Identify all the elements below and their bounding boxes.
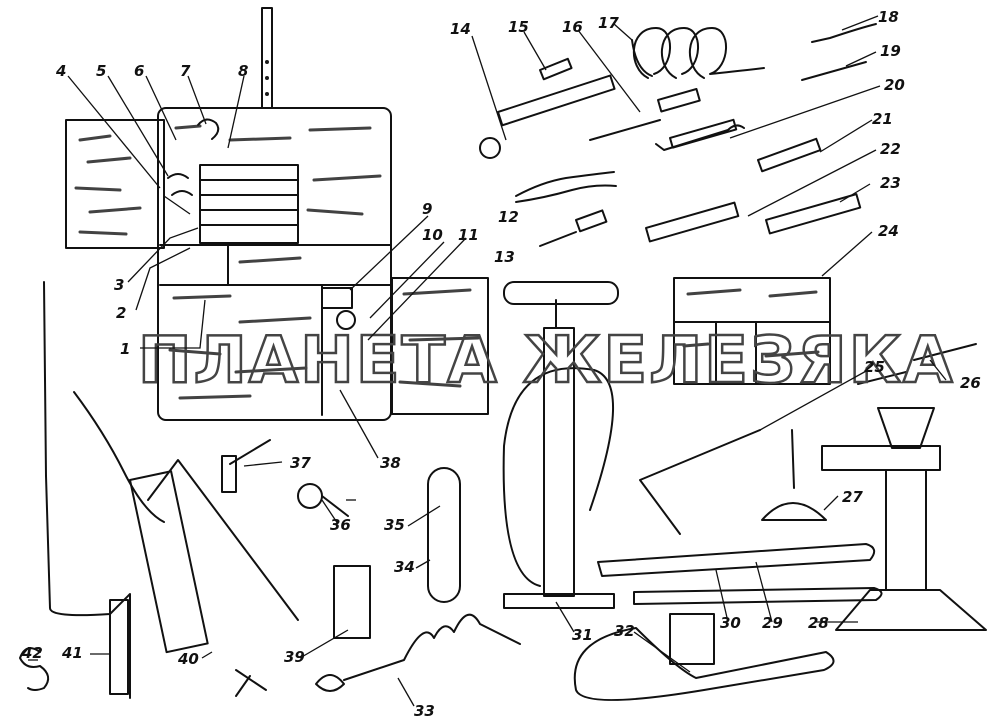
callout-41: 41 <box>61 644 83 662</box>
callout-16: 16 <box>562 18 583 36</box>
callout-7: 7 <box>180 62 191 80</box>
small-tool-18 <box>811 23 877 43</box>
callout-40: 40 <box>177 650 199 668</box>
inspection-lamp-32 <box>573 613 835 701</box>
canvas-bag-24 <box>673 277 831 385</box>
open-end-wrench-21 <box>757 137 822 173</box>
callout-34: 34 <box>394 558 415 576</box>
cartridge-34 <box>427 467 461 603</box>
callout-31: 31 <box>572 626 593 644</box>
callout-18: 18 <box>878 8 899 26</box>
callout-labels: 1 2 3 4 5 6 7 8 9 10 11 12 13 14 15 16 1… <box>21 8 981 720</box>
trouble-lamp-33 <box>315 613 521 692</box>
callout-14: 14 <box>450 20 471 38</box>
open-end-wrench-22 <box>645 201 740 243</box>
valve-tool-13 <box>539 209 608 247</box>
ratchet-wrench-14 <box>479 74 616 159</box>
callout-13: 13 <box>494 248 515 266</box>
callout-25: 25 <box>864 358 885 376</box>
callout-38: 38 <box>380 454 401 472</box>
callout-3: 3 <box>114 276 124 294</box>
callout-15: 15 <box>508 18 529 36</box>
callout-37: 37 <box>290 454 311 472</box>
open-end-wrench-20 <box>655 118 745 151</box>
callout-30: 30 <box>720 614 741 632</box>
extension-tubes <box>857 343 977 385</box>
key-37 <box>221 439 271 493</box>
hook-42 <box>19 647 50 691</box>
small-fitting-36 <box>297 483 349 517</box>
callout-20: 20 <box>884 76 905 94</box>
feeler-gauge-19 <box>801 61 867 81</box>
callout-36: 36 <box>330 516 351 534</box>
callout-21: 21 <box>872 110 893 128</box>
callout-27: 27 <box>842 488 863 506</box>
grease-gun-40 <box>73 391 299 697</box>
callout-2: 2 <box>116 304 126 322</box>
spark-plug-15 <box>539 57 573 81</box>
socket-39 <box>333 565 371 639</box>
callout-33: 33 <box>414 702 435 720</box>
callout-39: 39 <box>284 648 305 666</box>
callout-11: 11 <box>458 226 479 244</box>
callout-22: 22 <box>880 140 901 158</box>
callout-1: 1 <box>120 340 130 358</box>
callout-42: 42 <box>21 644 43 662</box>
callout-29: 29 <box>762 614 783 632</box>
wheel-brace <box>639 429 761 535</box>
tyre-pump-31 <box>502 281 619 609</box>
screw-jack-28 <box>821 407 987 631</box>
callout-6: 6 <box>134 62 144 80</box>
callout-23: 23 <box>880 174 901 192</box>
callout-4: 4 <box>55 62 66 80</box>
callout-17: 17 <box>598 14 619 32</box>
callout-19: 19 <box>880 42 901 60</box>
callout-12: 12 <box>498 208 519 226</box>
tool-roll-bag <box>65 7 489 421</box>
watermark: ПЛАНЕТА ЖЕЛЕЗЯКА <box>138 324 955 398</box>
starting-crank-41 <box>43 281 131 699</box>
callout-10: 10 <box>422 226 443 244</box>
callout-24: 24 <box>878 222 899 240</box>
callout-9: 9 <box>422 200 432 218</box>
callout-26: 26 <box>960 374 981 392</box>
callout-35: 35 <box>384 516 405 534</box>
open-end-wrench-23 <box>765 193 862 235</box>
leader-lines <box>28 15 947 707</box>
callout-32: 32 <box>614 622 635 640</box>
oil-can-27 <box>761 429 827 521</box>
pliers-12 <box>515 171 617 203</box>
callout-5: 5 <box>96 62 106 80</box>
screwdriver-16 <box>589 87 701 141</box>
tyre-levers <box>597 543 883 605</box>
coil-spring-17 <box>631 27 765 79</box>
callout-8: 8 <box>238 62 248 80</box>
callout-28: 28 <box>808 614 829 632</box>
